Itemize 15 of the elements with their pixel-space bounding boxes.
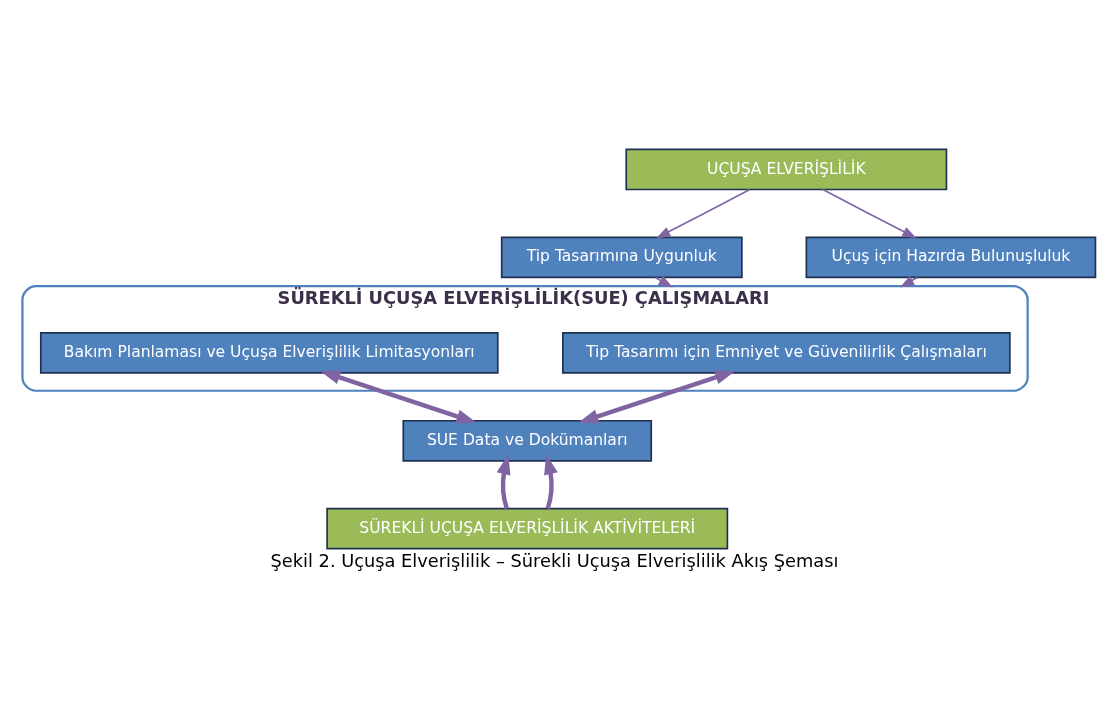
node-box: UÇUŞA ELVERİŞLİLİK [625,148,948,190]
arrow [654,275,673,287]
arrow [578,370,736,423]
arrow [320,370,477,423]
node-box: Tip Tasarımı için Emniyet ve Güvenilirlik Çalışmaları [562,331,1011,374]
node-box: Bakım Planlaması ve Uçuşa Elverişlilik Limitasyonları [39,331,499,374]
arrow [496,453,511,509]
node-box: Uçuş için Hazırda Bulunuşluluk [805,235,1097,278]
node-box: SÜREKLİ UÇUŞA ELVERİŞLİLİK AKTİVİTELERİ [326,507,729,549]
caption: Şekil 2. Uçuşa Elverişlilik – Sürekli Uçuşa Elverişlilik Akış Şeması [270,549,839,571]
arrow [544,453,558,509]
node-box: Tip Tasarımına Uygunluk [500,235,743,278]
arrow [655,188,751,238]
arrow [822,188,917,238]
node-box: SUE Data ve Dokümanları [402,419,653,462]
